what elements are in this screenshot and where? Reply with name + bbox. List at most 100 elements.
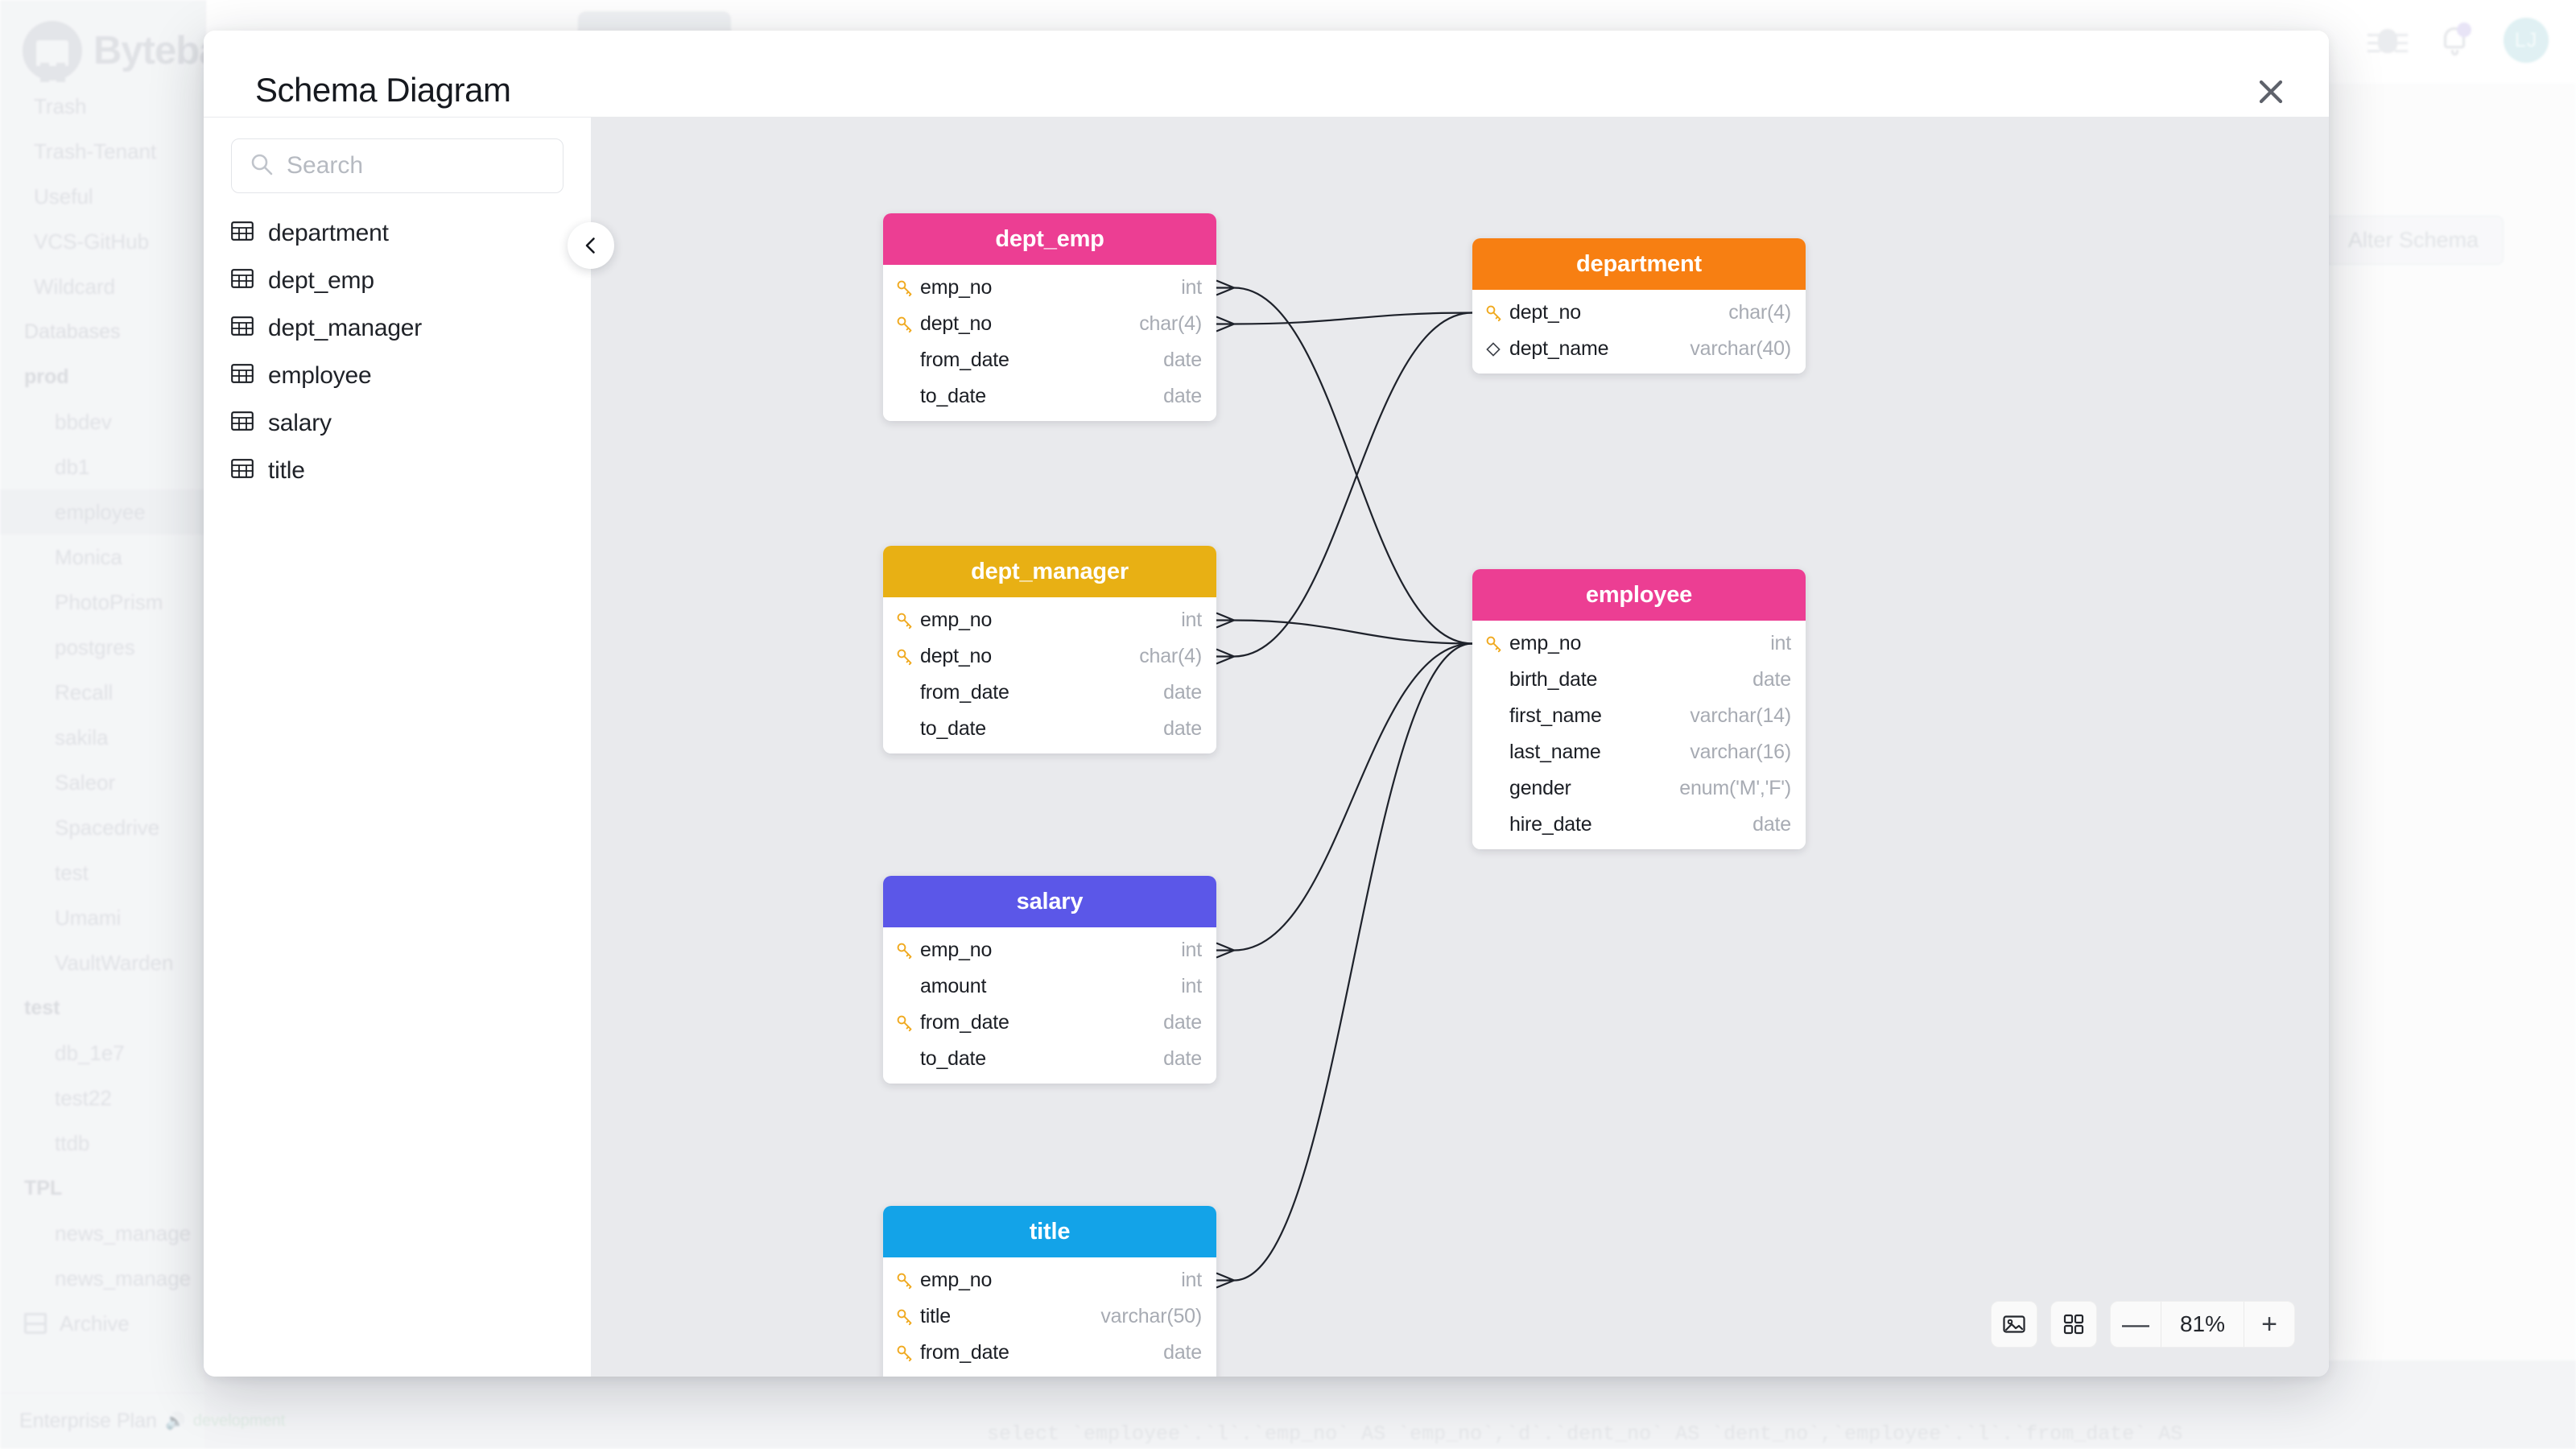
column-name: dept_no <box>1509 301 1581 324</box>
column-name: to_date <box>920 717 987 740</box>
table-icon <box>231 269 254 292</box>
column-type: date <box>1163 1011 1202 1034</box>
auto-layout-button[interactable] <box>2050 1301 2097 1348</box>
table-icon <box>231 364 254 387</box>
column-type: date <box>1752 813 1791 836</box>
table-row[interactable]: gender enum('M','F') <box>1472 770 1806 807</box>
primary-key-icon <box>896 1272 920 1290</box>
relationship-edge <box>1233 287 1473 645</box>
column-name: hire_date <box>1509 813 1592 836</box>
background-nav-item: news_manage <box>55 1221 192 1245</box>
sound-icon: 🔊 <box>164 1413 185 1430</box>
bytebase-logo-icon <box>23 21 82 82</box>
zoom-out-button[interactable]: — <box>2122 1308 2149 1340</box>
background-nav-item: Umami <box>55 906 122 930</box>
column-name: from_date <box>920 681 1009 704</box>
table-node-columns: emp_nointtitlevarchar(50)from_datedateto… <box>883 1257 1216 1377</box>
list-item[interactable]: salary <box>231 399 564 447</box>
primary-key-icon <box>896 1308 920 1326</box>
column-type: varchar(14) <box>1690 704 1791 727</box>
list-item[interactable]: title <box>231 447 564 494</box>
background-nav-item: employee <box>0 489 206 535</box>
background-nav-item: Monica <box>55 545 122 569</box>
relationship-edges <box>1216 279 1473 1289</box>
table-icon <box>231 411 254 435</box>
background-nav-item: Wildcard <box>34 275 116 299</box>
table-node-title: dept_emp <box>883 213 1216 265</box>
background-nav-item: Recall <box>55 680 114 704</box>
avatar: LJ <box>2504 18 2549 63</box>
primary-key-icon <box>1485 635 1509 653</box>
column-type: enum('M','F') <box>1679 777 1791 799</box>
collapse-panel-button[interactable] <box>568 222 614 269</box>
search-box[interactable] <box>231 138 564 193</box>
column-name: from_date <box>920 349 1009 371</box>
background-nav-item: Spacedrive <box>55 815 160 840</box>
list-item[interactable]: dept_emp <box>231 257 564 304</box>
table-node-title: salary <box>883 876 1216 927</box>
list-item[interactable]: dept_manager <box>231 304 564 352</box>
schema-diagram-modal: Schema Diagram <box>204 31 2329 1377</box>
column-name: emp_no <box>1509 632 1582 654</box>
column-type: varchar(40) <box>1690 337 1791 360</box>
column-type: varchar(50) <box>1100 1305 1202 1327</box>
primary-key-icon <box>1485 304 1509 322</box>
unique-key-icon <box>1485 341 1509 357</box>
list-item-label: title <box>268 456 305 484</box>
column-type: int <box>1181 609 1202 631</box>
plan-footer: Enterprise Plan 🔊 development <box>0 1393 285 1449</box>
export-image-button[interactable] <box>1991 1301 2037 1348</box>
primary-key-icon <box>896 612 920 630</box>
background-nav-item: Trash-Tenant <box>34 139 157 163</box>
primary-key-icon <box>896 942 920 960</box>
search-input[interactable] <box>287 152 545 180</box>
table-row[interactable]: hire_date date <box>1472 807 1806 843</box>
relationship-edge <box>1233 312 1473 658</box>
zoom-in-button[interactable]: + <box>2261 1308 2277 1340</box>
primary-key-icon <box>896 1014 920 1032</box>
relationship-edge <box>1233 619 1473 645</box>
list-item[interactable]: employee <box>231 352 564 399</box>
background-nav-item: Trash <box>34 94 87 118</box>
table-icon <box>231 316 254 340</box>
background-nav-item: ttdb <box>55 1131 90 1155</box>
column-name: gender <box>1509 777 1571 799</box>
crowsfoot-marker <box>1216 316 1235 332</box>
close-icon[interactable] <box>2248 69 2293 114</box>
column-name: to_date <box>920 385 987 407</box>
crowsfoot-marker <box>1216 1272 1235 1289</box>
list-item[interactable]: department <box>231 209 564 257</box>
relationship-edge <box>1233 642 1473 1282</box>
